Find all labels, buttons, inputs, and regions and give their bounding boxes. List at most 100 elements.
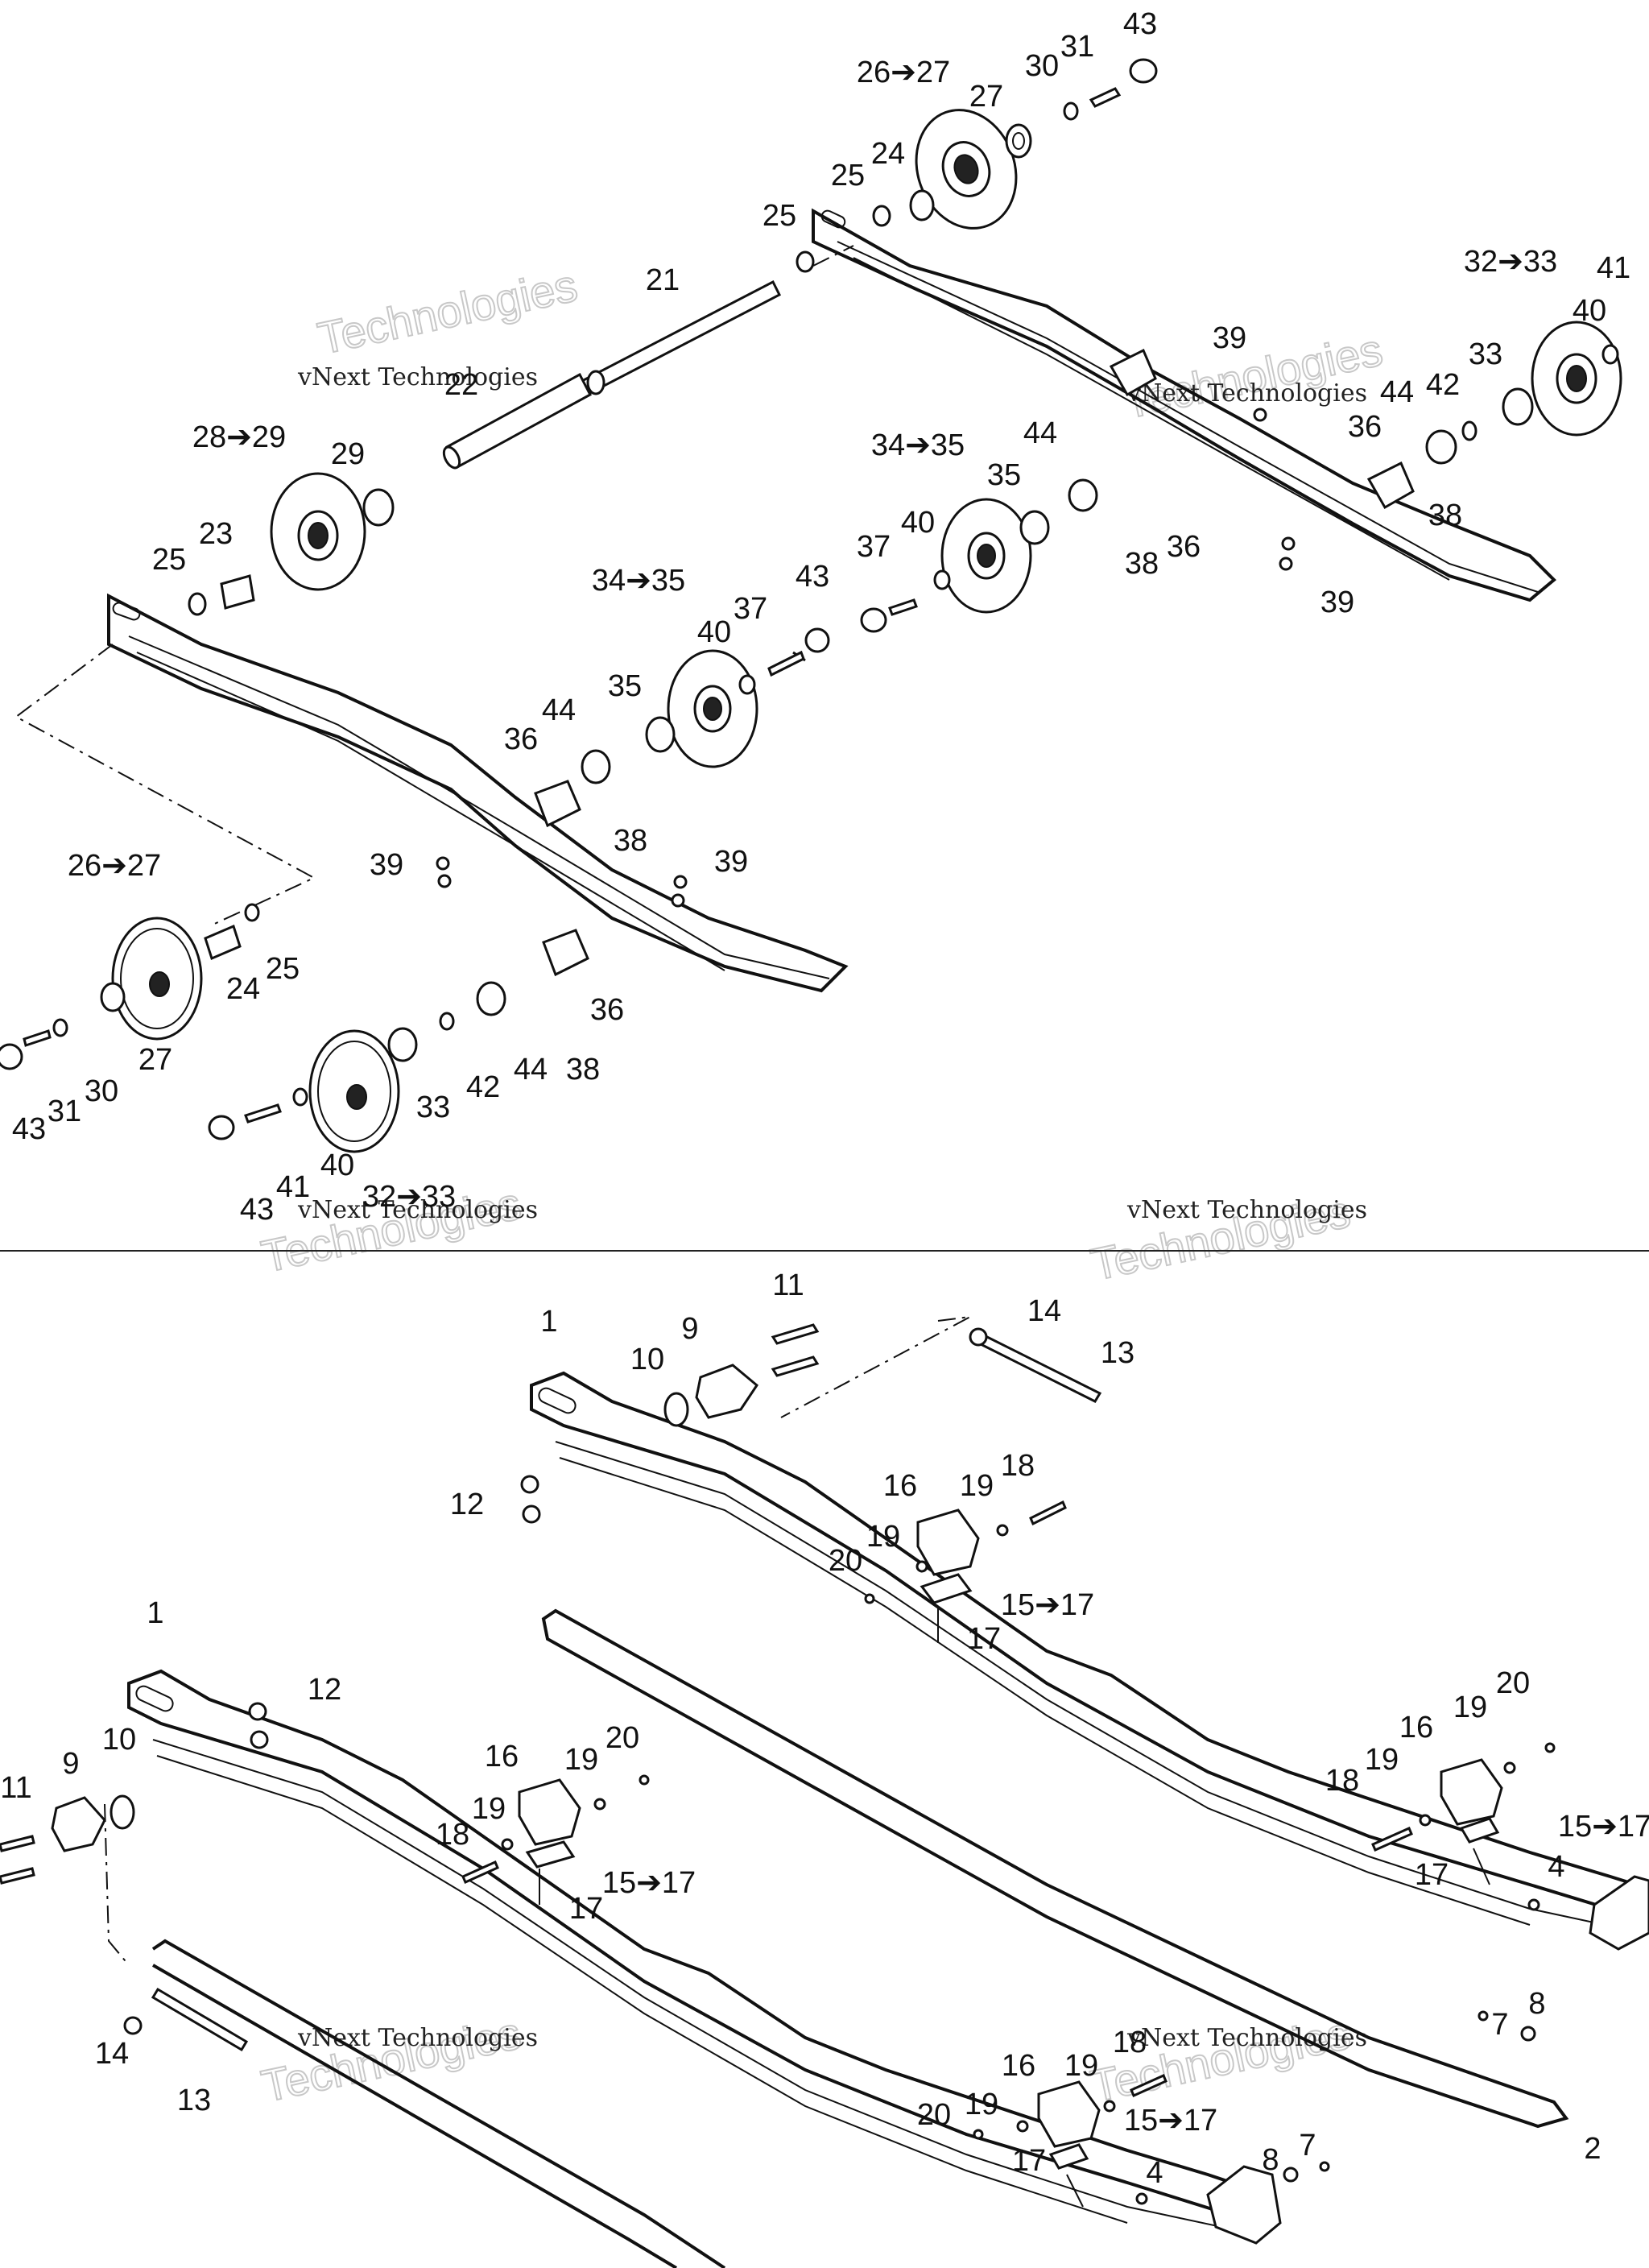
callout-label: 44 [1380, 375, 1414, 409]
slide-runner-2 [151, 1939, 726, 2268]
callout-label: 40 [1573, 294, 1606, 328]
plate-10 [110, 1794, 135, 1830]
cap-43 [208, 1115, 235, 1140]
washer-30 [52, 1018, 68, 1037]
wheel-28-29 [270, 472, 366, 591]
callout-label: 9 [681, 1312, 698, 1346]
screw-4 [1135, 2192, 1148, 2205]
callout-label: 28➔29 [192, 420, 286, 454]
callout-label: 19 [1453, 1691, 1487, 1724]
callout-label: 7 [1299, 2129, 1316, 2162]
callout-label: 36 [1167, 530, 1201, 564]
bolt-13 [972, 1331, 1102, 1403]
callout-label: 26➔27 [857, 56, 950, 89]
callout-label: 1 [147, 1596, 163, 1630]
callout-label: 17 [1415, 1858, 1449, 1892]
bracket-36 [1366, 461, 1415, 510]
callout-label: 43 [796, 560, 829, 594]
ring-25 [244, 903, 260, 922]
callout-label: 12 [450, 1488, 484, 1521]
bolt-31 [1089, 87, 1122, 108]
washer-8 [1520, 2026, 1536, 2042]
callout-label: 27 [138, 1043, 172, 1077]
callout-label: 34➔35 [592, 564, 685, 598]
nut-39 [1281, 536, 1296, 551]
callout-label: 19 [472, 1792, 506, 1826]
watermark-text: vNext Technologies [1126, 379, 1367, 408]
washer-19 [915, 1560, 928, 1573]
nut-12 [250, 1730, 269, 1749]
callout-label: 16 [1002, 2049, 1035, 2083]
cap-43 [860, 607, 887, 633]
bolt-11 [0, 1835, 35, 1852]
callout-label: 9 [62, 1747, 79, 1781]
washer-19 [1016, 2120, 1029, 2133]
washer-19 [1503, 1761, 1516, 1774]
insert-17 [920, 1573, 973, 1604]
callout-label: 37 [734, 592, 767, 626]
cap-43 [804, 627, 830, 653]
frame-left [127, 1669, 1258, 2232]
callout-label: 43 [12, 1112, 46, 1146]
insert-17 [1048, 2143, 1089, 2170]
callout-label: 35 [608, 669, 642, 703]
callout-label: 18 [1325, 1764, 1359, 1798]
callout-label: 20 [1496, 1666, 1530, 1700]
callout-label: 2 [1584, 2132, 1601, 2166]
callout-label: 36 [504, 722, 538, 756]
block-16 [518, 1778, 581, 1846]
callout-label: 18 [1113, 2026, 1147, 2059]
callout-label: 15➔17 [1558, 1810, 1649, 1844]
callout-label: 39 [1320, 586, 1354, 619]
callout-label: 19 [866, 1520, 900, 1554]
bolt-11 [771, 1323, 820, 1345]
spacer-23 [220, 574, 255, 610]
block-16 [1440, 1758, 1503, 1826]
wheel-34-35-low [667, 649, 758, 768]
callout-label: 15➔17 [602, 1866, 696, 1900]
callout-label: 32➔33 [362, 1180, 456, 1214]
callout-label: 13 [1101, 1336, 1134, 1370]
nut-20 [1544, 1742, 1556, 1753]
callout-label: 25 [152, 543, 186, 577]
nut-39 [1279, 557, 1293, 571]
callout-label: 16 [485, 1740, 519, 1773]
washer-44 [581, 749, 611, 784]
arrow [1066, 2174, 1084, 2208]
nut-39 [671, 893, 685, 908]
callout-label: 25 [266, 952, 300, 986]
callout-label: 39 [1213, 321, 1246, 355]
nut-12 [520, 1475, 539, 1494]
callout-label: 38 [566, 1053, 600, 1086]
callout-label: 38 [614, 824, 647, 858]
screw-18 [1130, 2074, 1168, 2097]
callout-label: 13 [177, 2084, 211, 2117]
callout-label: 30 [85, 1074, 118, 1108]
washer-44 [1425, 429, 1457, 465]
callout-label: 44 [1023, 416, 1057, 450]
bolt-11 [771, 1355, 820, 1377]
nut-20 [864, 1593, 875, 1604]
ring-42 [439, 1012, 455, 1031]
callout-label: 42 [1426, 368, 1460, 402]
callout-label: 43 [240, 1193, 274, 1227]
callout-label: 40 [697, 615, 731, 649]
ring-25 [796, 250, 815, 273]
callout-label: 20 [917, 2098, 951, 2132]
callout-label: 19 [965, 2088, 998, 2121]
nut-7 [1319, 2161, 1330, 2172]
callout-label: 18 [1001, 1449, 1035, 1483]
callout-label: 14 [1027, 1294, 1061, 1328]
rail-tip [1589, 1875, 1649, 1951]
watermark-text: vNext Technologies [1126, 2024, 1367, 2052]
cap-43 [1129, 58, 1158, 84]
screw-4 [1527, 1898, 1540, 1911]
ring-42 [1461, 420, 1477, 441]
callout-label: 14 [95, 2037, 129, 2071]
callout-label: 17 [967, 1622, 1001, 1656]
nut-20 [973, 2129, 984, 2140]
callout-label: 33 [416, 1091, 450, 1124]
callout-label: 32➔33 [1464, 245, 1557, 279]
callout-label: 41 [276, 1170, 310, 1204]
